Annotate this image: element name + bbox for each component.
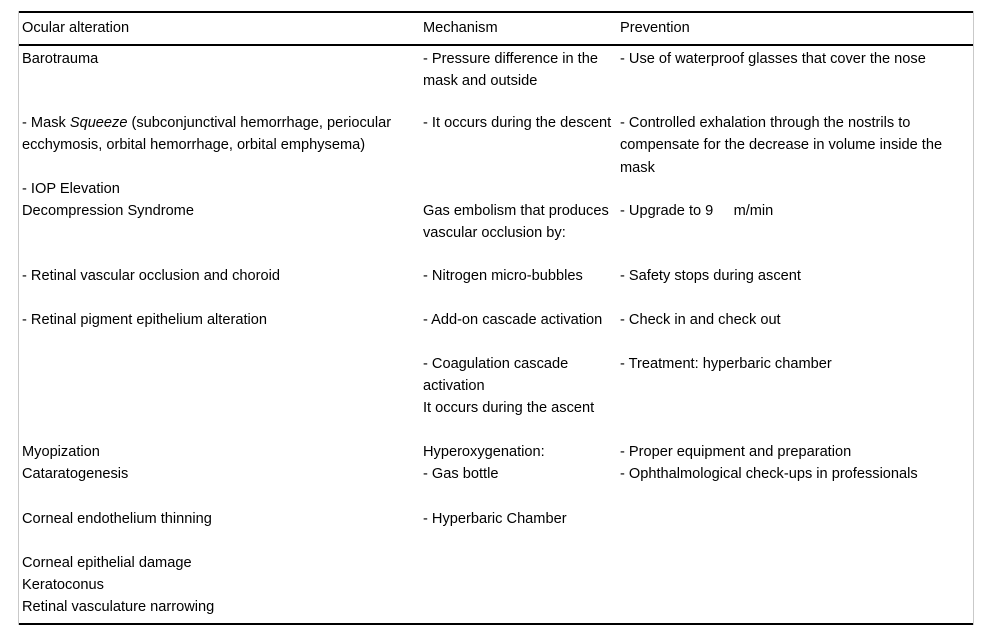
cell-corneal-endothelium-thinning: Corneal endothelium thinning (22, 511, 212, 527)
cell-decompression-syndrome: Decompression Syndrome (22, 203, 194, 219)
mask-squeeze-prefix: - Mask (22, 115, 70, 131)
cell-hyperbaric-chamber: - Hyperbaric Chamber (423, 511, 567, 527)
cell-retinal-vascular-occlusion: - Retinal vascular occlusion and choroid (22, 268, 280, 284)
table-top-rule (18, 11, 974, 13)
table-header-rule (18, 44, 974, 46)
cell-gas-bottle: - Gas bottle (423, 466, 499, 482)
cell-treatment-hyperbaric-chamber: - Treatment: hyperbaric chamber (620, 356, 832, 372)
cell-hyperoxygenation: Hyperoxygenation: (423, 444, 545, 460)
cell-upgrade-ascent-rate: - Upgrade to 9 m/min (620, 203, 774, 219)
cell-barotrauma: Barotrauma (22, 51, 99, 67)
cell-waterproof-glasses: - Use of waterproof glasses that cover t… (620, 51, 926, 67)
cell-proper-equipment: - Proper equipment and preparation (620, 444, 852, 460)
cell-controlled-exhalation: - Controlled exhalation through the nost… (620, 115, 947, 176)
table-right-border (973, 11, 974, 625)
cell-retinal-vasculature-narrowing: Retinal vasculature narrowing (22, 599, 215, 615)
column-header-ocular-alteration: Ocular alteration (22, 20, 130, 36)
table-left-border (18, 11, 19, 625)
cell-myopization: Myopization (22, 444, 100, 460)
cell-cataratogenesis: Cataratogenesis (22, 466, 129, 482)
cell-coagulation-cascade-activation: - Coagulation cascade activation (423, 356, 573, 395)
cell-pressure-difference: - Pressure difference in the mask and ou… (423, 51, 603, 90)
cell-addon-cascade-activation: - Add-on cascade activation (423, 312, 603, 328)
mask-squeeze-detail: (subconjunctival hemorrhage, periocular … (22, 115, 396, 154)
cell-ophthalmological-checkups: - Ophthalmological check-ups in professi… (620, 466, 918, 482)
mask-squeeze-emphasis: Squeeze (69, 115, 128, 131)
column-header-mechanism: Mechanism (423, 20, 498, 36)
cell-check-in-and-out: - Check in and check out (620, 312, 781, 328)
cell-occurs-during-ascent: It occurs during the ascent (423, 400, 595, 416)
cell-retinal-pigment-epithelium: - Retinal pigment epithelium alteration (22, 312, 267, 328)
cell-occurs-during-descent: - It occurs during the descent (423, 115, 612, 131)
cell-gas-embolism: Gas embolism that produces vascular occl… (423, 203, 613, 242)
column-header-prevention: Prevention (620, 20, 690, 36)
cell-mask-squeeze: - Mask Squeeze (subconjunctival hemorrha… (22, 112, 418, 157)
cell-corneal-epithelial-damage: Corneal epithelial damage (22, 555, 192, 571)
cell-safety-stops: - Safety stops during ascent (620, 268, 801, 284)
table-bottom-rule (18, 623, 974, 625)
cell-nitrogen-microbubbles: - Nitrogen micro-bubbles (423, 268, 583, 284)
cell-iop-elevation: - IOP Elevation (22, 181, 120, 197)
cell-keratoconus: Keratoconus (22, 577, 104, 593)
